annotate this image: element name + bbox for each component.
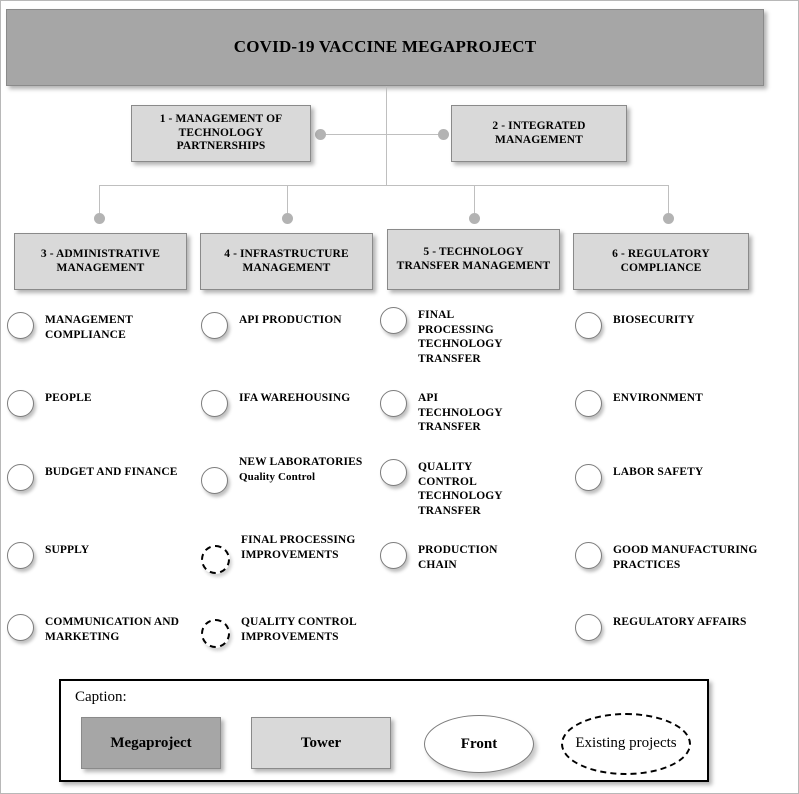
connector-dot-tier2-4	[663, 213, 674, 224]
tier2-box-label: 6 - REGULATORY COMPLIANCE	[612, 247, 710, 274]
front-item-sublabel: Quality Control	[239, 470, 316, 483]
front-circle-icon	[7, 542, 34, 569]
connector-tier1-horizontal	[319, 134, 446, 135]
front-item-label: FINAL PROCESSING TECHNOLOGY TRANSFER	[418, 309, 503, 366]
front-item-label: REGULATORY AFFAIRS	[613, 616, 747, 628]
front-item-label: IFA WAREHOUSING	[239, 392, 351, 404]
legend-front: Front	[424, 715, 534, 773]
legend-existing-projects: Existing projects	[561, 713, 691, 775]
front-circle-icon	[575, 312, 602, 339]
tier1-box-management-of-technology-partnerships[interactable]: 1 - MANAGEMENT OF TECHNOLOGY PARTNERSHIP…	[131, 105, 311, 162]
front-item[interactable]: LABOR SAFETY	[575, 463, 780, 491]
front-item[interactable]: BIOSECURITY	[575, 311, 780, 339]
tier2-box-infrastructure-management[interactable]: 4 - INFRASTRUCTURE MANAGEMENT	[200, 233, 373, 290]
connector-tier2-bus	[99, 185, 669, 186]
tier1-box-integrated-management[interactable]: 2 - INTEGRATED MANAGEMENT	[451, 105, 627, 162]
front-circle-icon	[575, 464, 602, 491]
front-item[interactable]: IFA WAREHOUSING	[201, 389, 391, 417]
front-item-label: PEOPLE	[45, 392, 92, 404]
front-item-label: ENVIRONMENT	[613, 392, 703, 404]
megaproject-title: COVID-19 VACCINE MEGAPROJECT	[233, 37, 537, 57]
front-circle-icon	[7, 312, 34, 339]
front-circle-icon	[380, 459, 407, 486]
front-item[interactable]: NEW LABORATORIES Quality Control	[201, 453, 391, 494]
front-item[interactable]: QUALITY CONTROL IMPROVEMENTS	[201, 613, 391, 648]
connector-dot-tier2-2	[282, 213, 293, 224]
legend-tower: Tower	[251, 717, 391, 769]
front-item-label: PRODUCTION CHAIN	[418, 544, 498, 571]
front-item-label: LABOR SAFETY	[613, 466, 704, 478]
tier2-box-label: 5 - TECHNOLOGY TRANSFER MANAGEMENT	[396, 245, 551, 272]
front-item-label: QUALITY CONTROL IMPROVEMENTS	[241, 616, 357, 643]
front-circle-dashed-icon	[201, 545, 230, 574]
front-item-label: COMMUNICATION AND MARKETING	[45, 616, 180, 643]
tier1-box-label: 1 - MANAGEMENT OF TECHNOLOGY PARTNERSHIP…	[159, 113, 283, 153]
tier2-box-technology-transfer-management[interactable]: 5 - TECHNOLOGY TRANSFER MANAGEMENT	[387, 229, 560, 290]
caption-legend-box: Caption: Megaproject Tower Front Existin…	[59, 679, 709, 782]
connector-drop-2	[287, 185, 288, 216]
megaproject-header: COVID-19 VACCINE MEGAPROJECT	[6, 9, 764, 86]
front-item-label: QUALITY CONTROL TECHNOLOGY TRANSFER	[418, 461, 503, 518]
front-item[interactable]: COMMUNICATION AND MARKETING	[7, 613, 192, 644]
tier2-box-administrative-management[interactable]: 3 - ADMINISTRATIVE MANAGEMENT	[14, 233, 187, 290]
connector-trunk-upper	[386, 86, 387, 185]
front-item[interactable]: FINAL PROCESSING IMPROVEMENTS	[201, 531, 391, 574]
front-circle-icon	[575, 390, 602, 417]
legend-label: Existing projects	[575, 735, 677, 752]
tier2-box-label: 4 - INFRASTRUCTURE MANAGEMENT	[224, 247, 349, 274]
front-item[interactable]: PEOPLE	[7, 389, 192, 417]
front-item-label: API PRODUCTION	[239, 314, 342, 326]
front-item-label: NEW LABORATORIES Quality Control	[239, 453, 362, 484]
front-item-label: FINAL PROCESSING IMPROVEMENTS	[241, 534, 356, 561]
connector-drop-4	[668, 185, 669, 216]
front-item[interactable]: PRODUCTION CHAIN	[380, 541, 525, 572]
front-item[interactable]: GOOD MANUFACTURING PRACTICES	[575, 541, 790, 572]
caption-title: Caption:	[75, 689, 127, 705]
connector-dot-tier1-left	[315, 129, 326, 140]
connector-dot-tier1-right	[438, 129, 449, 140]
front-circle-icon	[380, 542, 407, 569]
tier1-box-label: 2 - INTEGRATED MANAGEMENT	[492, 119, 586, 146]
front-item[interactable]: API TECHNOLOGY TRANSFER	[380, 389, 525, 435]
front-circle-icon	[201, 312, 228, 339]
front-circle-icon	[201, 390, 228, 417]
legend-label: Front	[460, 735, 498, 752]
front-circle-dashed-icon	[201, 619, 230, 648]
front-item-label: BIOSECURITY	[613, 314, 695, 326]
front-item-title: NEW LABORATORIES	[239, 456, 363, 468]
front-item-label: BUDGET AND FINANCE	[45, 466, 178, 478]
front-circle-icon	[7, 614, 34, 641]
connector-drop-3	[474, 185, 475, 216]
front-item-label: SUPPLY	[45, 544, 90, 556]
front-item[interactable]: SUPPLY	[7, 541, 192, 569]
front-circle-icon	[7, 390, 34, 417]
legend-label: Megaproject	[110, 734, 192, 751]
front-circle-icon	[380, 307, 407, 334]
front-item[interactable]: REGULATORY AFFAIRS	[575, 613, 780, 641]
front-item[interactable]: FINAL PROCESSING TECHNOLOGY TRANSFER	[380, 306, 525, 367]
tier2-box-regulatory-compliance[interactable]: 6 - REGULATORY COMPLIANCE	[573, 233, 749, 290]
front-circle-icon	[201, 467, 228, 494]
front-item-label: API TECHNOLOGY TRANSFER	[418, 392, 503, 434]
connector-drop-1	[99, 185, 100, 216]
connector-dot-tier2-3	[469, 213, 480, 224]
tier2-box-label: 3 - ADMINISTRATIVE MANAGEMENT	[40, 247, 161, 274]
legend-megaproject: Megaproject	[81, 717, 221, 769]
front-item[interactable]: ENVIRONMENT	[575, 389, 780, 417]
front-item[interactable]: BUDGET AND FINANCE	[7, 463, 192, 491]
legend-label: Tower	[300, 734, 342, 751]
front-item[interactable]: API PRODUCTION	[201, 311, 391, 339]
front-item[interactable]: MANAGEMENT COMPLIANCE	[7, 311, 192, 342]
front-circle-icon	[380, 390, 407, 417]
front-item-label: MANAGEMENT COMPLIANCE	[45, 314, 133, 341]
front-item-label: GOOD MANUFACTURING PRACTICES	[613, 544, 758, 571]
front-circle-icon	[7, 464, 34, 491]
front-circle-icon	[575, 542, 602, 569]
front-item[interactable]: QUALITY CONTROL TECHNOLOGY TRANSFER	[380, 458, 525, 519]
front-circle-icon	[575, 614, 602, 641]
connector-dot-tier2-1	[94, 213, 105, 224]
